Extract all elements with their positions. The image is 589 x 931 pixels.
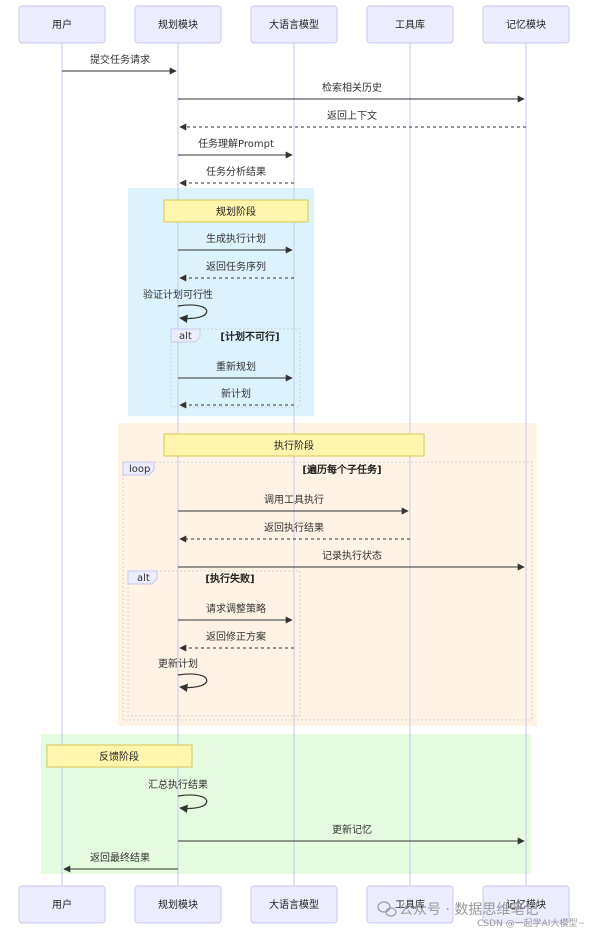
loop-frame-subtasks: loop [遍历每个子任务] <box>122 461 533 721</box>
actor-box: 工具库 <box>366 5 454 44</box>
message: 返回修正方案 <box>179 630 294 652</box>
message: 更新计划 <box>158 657 208 693</box>
actor-label: 工具库 <box>395 898 425 911</box>
loop-frame-condition: [遍历每个子任务] <box>302 463 381 476</box>
note-feedback-label: 反馈阶段 <box>99 750 139 763</box>
message-label: 重新规划 <box>216 360 256 373</box>
actor-box: 规划模块 <box>134 5 222 44</box>
alt-frame-condition: [执行失败] <box>205 572 254 585</box>
actor-box: 记忆模块 <box>482 885 570 924</box>
message-label: 检索相关历史 <box>322 81 382 94</box>
message: 提交任务请求 <box>62 53 177 75</box>
actor-label: 记忆模块 <box>506 898 546 911</box>
watermark: 公众号 · 数据思维笔记 CSDN @一起学AI大模型~ <box>377 901 585 929</box>
message: 返回任务序列 <box>179 260 294 282</box>
actor-box: 大语言模型 <box>250 5 338 44</box>
alt-frame-label: alt <box>179 331 192 342</box>
actor-box: 记忆模块 <box>482 5 570 44</box>
message: 返回上下文 <box>179 109 526 131</box>
execution-phase-background <box>118 423 537 726</box>
message-label: 新计划 <box>221 387 251 400</box>
actor-box: 用户 <box>18 5 106 44</box>
note-execution-label: 执行阶段 <box>274 439 314 452</box>
loop-frame-label: loop <box>129 464 150 475</box>
message-label: 更新记忆 <box>332 823 372 836</box>
actor-label: 规划模块 <box>158 898 198 911</box>
note-planning-label: 规划阶段 <box>216 205 256 218</box>
wechat-icon <box>377 901 397 917</box>
message: 请求调整策略 <box>178 602 293 624</box>
message: 任务理解Prompt <box>178 137 293 159</box>
message-label: 提交任务请求 <box>90 53 150 66</box>
actor-box: 规划模块 <box>134 885 222 924</box>
actor-box: 大语言模型 <box>250 885 338 924</box>
message-label: 返回上下文 <box>327 109 377 122</box>
message: 生成执行计划 <box>178 232 293 254</box>
actor-label: 工具库 <box>395 18 425 31</box>
actor-box: 工具库 <box>366 885 454 924</box>
alt-frame-execution-failed: alt [执行失败] <box>127 570 301 717</box>
message: 任务分析结果 <box>179 165 294 187</box>
actor-label: 规划模块 <box>158 18 198 31</box>
actors: 用户规划模块大语言模型工具库记忆模块用户规划模块大语言模型工具库记忆模块 <box>18 5 570 924</box>
message: 记录执行状态 <box>178 549 525 571</box>
message-label: 返回任务序列 <box>206 260 266 273</box>
message-label: 任务分析结果 <box>206 165 266 178</box>
message-label: 返回执行结果 <box>264 521 324 534</box>
alt-frame-condition: [计划不可行] <box>220 330 279 343</box>
message: 验证计划可行性 <box>143 288 213 324</box>
message: 返回执行结果 <box>179 521 410 543</box>
alt-frame-label: alt <box>137 573 150 584</box>
note-execution-phase: 执行阶段 <box>163 433 425 457</box>
note-feedback-phase: 反馈阶段 <box>46 744 193 768</box>
message-label: 返回修正方案 <box>206 630 266 643</box>
phase-notes: 规划阶段 执行阶段 反馈阶段 <box>46 199 425 768</box>
actor-label: 大语言模型 <box>269 898 319 911</box>
message: 返回最终结果 <box>63 851 178 873</box>
actor-label: 大语言模型 <box>269 18 319 31</box>
message: 检索相关历史 <box>178 81 525 103</box>
message-label: 生成执行计划 <box>206 232 266 245</box>
actor-label: 用户 <box>52 18 72 31</box>
message: 调用工具执行 <box>178 493 409 515</box>
message: 更新记忆 <box>178 823 525 845</box>
message-label: 记录执行状态 <box>322 549 382 562</box>
actor-label: 用户 <box>52 898 72 911</box>
message-label: 验证计划可行性 <box>143 288 213 301</box>
message-label: 返回最终结果 <box>90 851 150 864</box>
message: 汇总执行结果 <box>148 778 208 814</box>
watermark-line2: CSDN @一起学AI大模型~ <box>477 917 585 929</box>
actor-label: 记忆模块 <box>506 18 546 31</box>
message: 新计划 <box>179 387 294 409</box>
actor-box: 用户 <box>18 885 106 924</box>
message-label: 请求调整策略 <box>206 602 266 615</box>
frames: alt [计划不可行] loop [遍历每个子任务] alt [执行失败] <box>122 328 533 721</box>
message-label: 任务理解Prompt <box>198 137 274 150</box>
message: 重新规划 <box>178 360 293 382</box>
alt-frame-plan-infeasible: alt [计划不可行] <box>170 328 301 408</box>
message-label: 汇总执行结果 <box>148 778 208 791</box>
watermark-line1: 公众号 · 数据思维笔记 <box>399 902 538 918</box>
message-label: 调用工具执行 <box>264 493 324 506</box>
note-planning-phase: 规划阶段 <box>163 199 309 223</box>
messages: 提交任务请求检索相关历史返回上下文任务理解Prompt任务分析结果生成执行计划返… <box>62 53 526 873</box>
message-label: 更新计划 <box>158 657 198 670</box>
